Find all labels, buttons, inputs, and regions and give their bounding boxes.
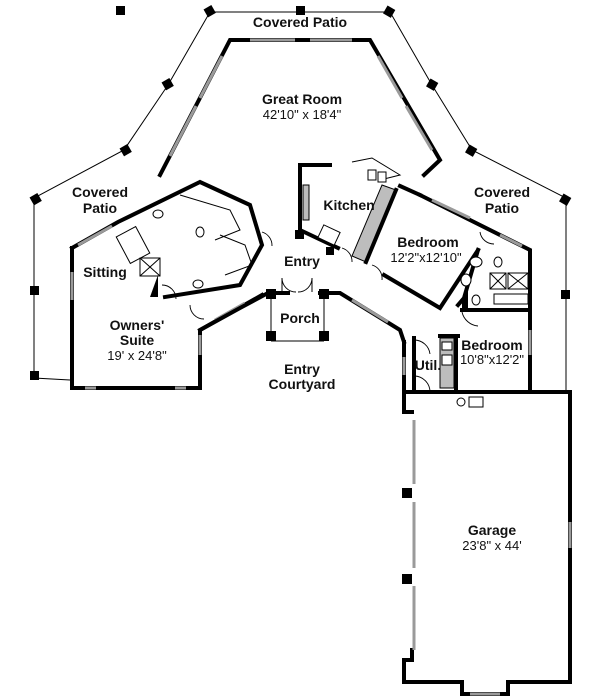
post [559, 193, 572, 206]
post [383, 5, 396, 18]
post [30, 371, 39, 380]
label-bedroom-1: Bedroom [397, 234, 458, 250]
label-covered-patio-top: Covered Patio [253, 14, 347, 30]
dimensions-bedroom-2: 10'8"x12'2" [460, 352, 524, 367]
label-covered-patio-right-2: Patio [485, 200, 519, 216]
label-utility: Util. [415, 357, 441, 373]
post [161, 78, 174, 91]
post [465, 144, 478, 157]
post [116, 6, 125, 15]
post [203, 5, 216, 18]
label-great-room: Great Room [262, 91, 342, 107]
label-owners-suite-2: Suite [120, 332, 154, 348]
bedroom-1-walls [371, 192, 532, 394]
garage-walls [402, 390, 572, 696]
post [30, 286, 39, 295]
label-owners-suite-1: Owners' [110, 317, 165, 333]
label-kitchen: Kitchen [323, 197, 374, 213]
post [296, 6, 305, 15]
label-porch: Porch [280, 310, 320, 326]
dimensions-bedroom-1: 12'2"x12'10" [390, 250, 462, 265]
post [119, 144, 132, 157]
utility-bedroom2-walls [402, 334, 460, 394]
label-entry: Entry [284, 253, 320, 269]
owners-suite-walls [69, 179, 273, 390]
entry-porch-walls [197, 277, 407, 345]
label-bedroom-2: Bedroom [461, 337, 522, 353]
label-entry-courtyard-1: Entry [284, 361, 320, 377]
post [426, 78, 439, 91]
kitchen-bedroom-divider [351, 183, 423, 265]
post [561, 290, 570, 299]
label-garage: Garage [468, 522, 516, 538]
room-labels: Covered Patio Great Room 42'10" x 18'4" … [72, 14, 530, 553]
label-entry-courtyard-2: Courtyard [269, 376, 336, 392]
dimensions-great-room: 42'10" x 18'4" [263, 107, 342, 122]
label-covered-patio-right-1: Covered [474, 184, 530, 200]
patio-posts [29, 5, 572, 380]
dimensions-owners-suite: 19' x 24'8" [107, 348, 167, 363]
label-sitting: Sitting [83, 264, 127, 280]
label-covered-patio-left-2: Patio [83, 200, 117, 216]
bedroom-bath [455, 247, 532, 327]
dimensions-garage: 23'8" x 44' [462, 538, 521, 553]
label-covered-patio-left-1: Covered [72, 184, 128, 200]
kitchen-walls [295, 157, 402, 263]
post [29, 193, 42, 206]
great-room-walls [157, 38, 443, 178]
